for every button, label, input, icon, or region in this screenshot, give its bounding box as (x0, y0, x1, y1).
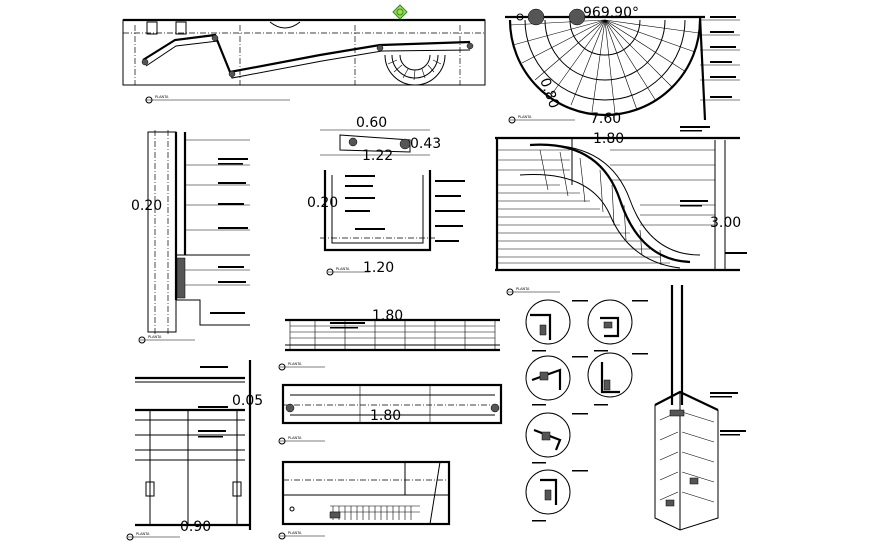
view-title: PLANTA (516, 287, 530, 291)
dim-plan-length: 1.80 (370, 408, 401, 424)
dim-elev-width: 1.80 (593, 131, 624, 147)
dim-thickness: 0.20 (131, 198, 162, 214)
view-title: PLANTA (288, 436, 302, 440)
railing-plan: 1.80 PLANTA (278, 383, 503, 445)
dim-angle: 969.90° (583, 5, 639, 21)
dim-elev-height: 3.00 (710, 215, 741, 231)
base-detail: PLANTA (278, 460, 451, 540)
dim-frame-width: 0.90 (180, 519, 211, 535)
dim-width-2: 1.20 (363, 260, 394, 276)
connection-details (525, 299, 648, 522)
view-title: PLANTA (518, 115, 532, 119)
view-title: PLANTA (288, 531, 302, 535)
column-detail (654, 285, 746, 531)
stair-elevation: 1.80 3.00 PLANTA (495, 126, 747, 296)
view-title: PLANTA (148, 335, 162, 339)
dim-depth: 0.43 (410, 136, 441, 152)
dim-width: 0.60 (356, 115, 387, 131)
frame-elevation: 0.05 0.90 PLANTA (126, 360, 263, 541)
dim-thickness-2: 0.20 (307, 195, 338, 211)
dim-gap: 0.05 (232, 393, 263, 409)
north-marker-icon (392, 4, 408, 20)
view-title: PLANTA (336, 267, 350, 271)
view-title: PLANTA (136, 532, 150, 536)
wall-section-detail: 0.20 PLANTA (131, 130, 250, 344)
stair-plan-strip: PLANTA (122, 4, 486, 104)
dim-radius: 0.80 (536, 76, 562, 111)
dim-length: 1.22 (362, 148, 393, 164)
circular-stair-plan: 969.90° 0.80 7.60 PLANTA (505, 5, 740, 127)
view-title: PLANTA (288, 362, 302, 366)
dim-span: 7.60 (590, 111, 621, 127)
dim-rail-length: 1.80 (372, 308, 403, 324)
view-title: PLANTA (155, 95, 169, 99)
railing-elevation: 1.80 PLANTA (278, 308, 500, 371)
bracket-detail: 0.60 0.43 1.22 0.20 1.20 PLANTA (307, 115, 465, 276)
